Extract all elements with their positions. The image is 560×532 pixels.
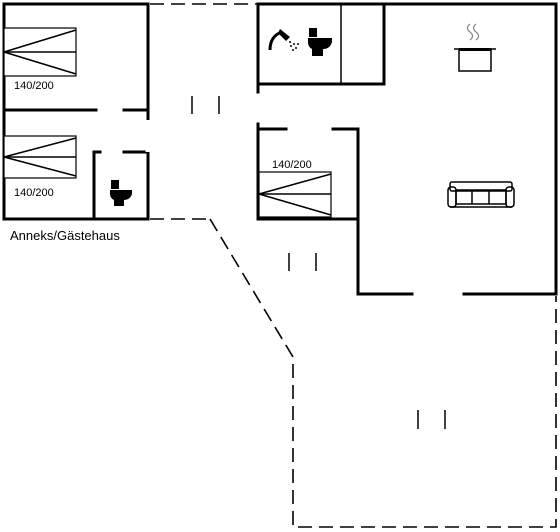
- annex-bed-upper-size: 140/200: [14, 80, 54, 92]
- toilet-icon: [308, 28, 332, 56]
- bed-icon: [3, 135, 77, 179]
- main-bed-size: 140/200: [272, 159, 312, 171]
- door-icon: [417, 410, 446, 429]
- toilet-icon: [110, 180, 132, 206]
- annex-building: 140/200 140/200 Anneks/Gästehaus: [2, 2, 151, 243]
- bed-icon: [258, 171, 332, 218]
- main-house: 140/200: [256, 2, 558, 296]
- annex-caption: Anneks/Gästehaus: [10, 228, 120, 243]
- terrace-outline: [150, 3, 557, 528]
- shower-icon: [268, 29, 299, 51]
- annex-bed-lower-size: 140/200: [14, 187, 54, 199]
- sofa-icon: [447, 181, 515, 208]
- bed-icon: [3, 27, 77, 77]
- cooking-pot-icon: [454, 23, 496, 72]
- door-icon: [191, 96, 220, 114]
- door-icon: [288, 253, 317, 271]
